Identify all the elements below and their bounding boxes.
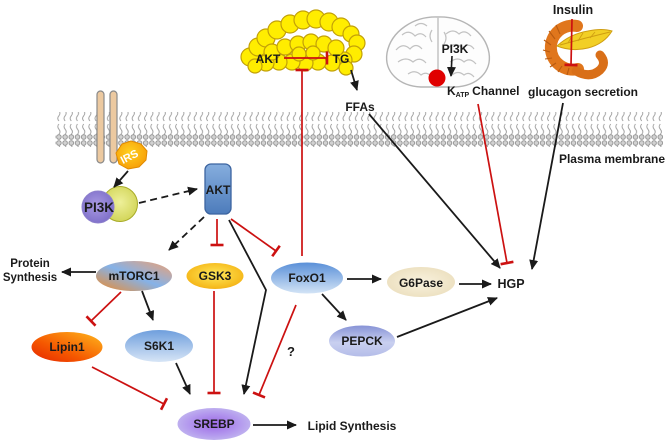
protein-synthesis-line2: Synthesis (3, 272, 57, 284)
inhibit-lipin1-srebp (91, 366, 169, 411)
insulin-receptor-icon (96, 90, 118, 164)
brain-icon (385, 16, 491, 88)
pancreas-icon (542, 19, 613, 80)
adipose-tg-label: TG (333, 52, 350, 66)
brain-red-dot (428, 69, 446, 87)
foxo1-label: FoxO1 (288, 271, 326, 285)
node-srebp: SREBP (177, 408, 251, 440)
pi3k-label: PI3K (84, 200, 114, 215)
insulin-label: Insulin (553, 3, 593, 17)
arrow-tg-ffas (350, 69, 359, 91)
plasma-membrane (55, 112, 663, 147)
plasma-membrane-label: Plasma membrane (559, 152, 665, 166)
lipin1-label: Lipin1 (49, 340, 85, 354)
ffas-label: FFAs (345, 100, 375, 114)
pi3k-complex (81, 186, 138, 224)
katp-sub: ATP (456, 92, 470, 99)
node-lipin1: Lipin1 (31, 332, 103, 362)
adipose-akt-label: AKT (256, 52, 281, 66)
inhibit-katp-hgp (477, 103, 514, 266)
arrow-mtorc1-s6k1 (141, 290, 155, 321)
akt-node-label: AKT (206, 183, 231, 197)
arrow-akt-mtorc1-dashed (168, 216, 205, 251)
node-s6k1: S6K1 (125, 330, 193, 362)
inhibit-mtorc1-lipin1 (85, 291, 122, 327)
gsk3-label: GSK3 (199, 269, 232, 283)
node-mtorc1: mTORC1 (96, 261, 172, 291)
arrow-glucagon-hgp (529, 102, 564, 270)
question-mark-label: ? (287, 344, 295, 359)
g6pase-label: G6Pase (399, 276, 443, 290)
arrow-pi3k-akt-dashed (138, 186, 198, 204)
inhibit-insulin-glucagon (564, 18, 578, 67)
hgp-label: HGP (497, 277, 524, 291)
node-g6pase: G6Pase (387, 267, 455, 297)
pepck-label: PEPCK (341, 334, 383, 348)
arrow-s6k1-srebp (175, 362, 191, 395)
node-pepck: PEPCK (329, 325, 395, 357)
protein-synthesis-line1: Protein (10, 258, 50, 270)
arrow-irs-pi3k (113, 170, 129, 188)
arrow-akt-srebp (228, 219, 267, 395)
inhibit-foxo1-srebp-question (252, 304, 297, 399)
node-gsk3: GSK3 (186, 263, 244, 289)
node-foxo1: FoxO1 (271, 262, 343, 294)
s6k1-label: S6K1 (144, 339, 174, 353)
arrow-foxo1-pepck (321, 293, 347, 321)
katp-k: K (447, 84, 456, 98)
irs-blob (115, 140, 148, 170)
adipocyte-cluster-icon (240, 9, 366, 76)
glucagon-secretion-label: glucagon secretion (528, 85, 638, 99)
katp-word: Channel (472, 84, 519, 98)
mtorc1-label: mTORC1 (108, 269, 159, 283)
arrow-brain-pi3k-katp (446, 55, 456, 77)
brain-pi3k-label: PI3K (442, 42, 469, 56)
srebp-label: SREBP (193, 417, 234, 431)
inhibit-akt-foxo1 (230, 218, 281, 258)
arrow-ffas-hgp (368, 113, 501, 269)
arrow-pepck-hgp (396, 297, 498, 338)
akt-node (204, 163, 232, 215)
lipid-synthesis-label: Lipid Synthesis (308, 419, 397, 433)
